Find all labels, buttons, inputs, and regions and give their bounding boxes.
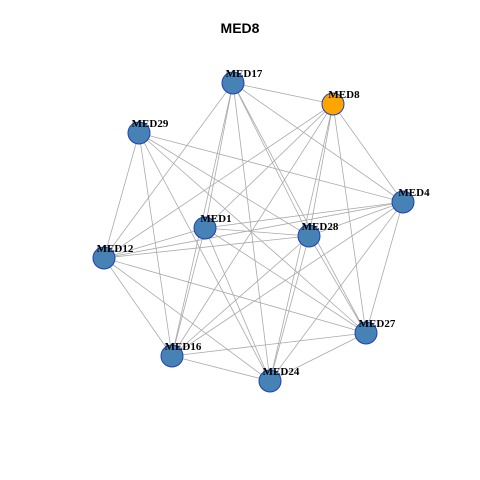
node-label-med16: MED16 bbox=[165, 341, 202, 353]
node-med16[interactable] bbox=[160, 344, 184, 368]
node-label-med17: MED17 bbox=[226, 68, 263, 80]
edge-med29-med16 bbox=[138, 132, 173, 357]
edge-med29-med27 bbox=[138, 132, 367, 334]
graph-title: MED8 bbox=[220, 20, 260, 36]
edge-med28-med12 bbox=[103, 235, 310, 259]
edge-med4-med1 bbox=[204, 201, 404, 229]
edge-med28-med24 bbox=[269, 235, 310, 382]
edge-layer bbox=[103, 82, 404, 382]
edge-med8-med1 bbox=[204, 103, 334, 229]
edge-med4-med27 bbox=[365, 201, 404, 334]
node-label-med27: MED27 bbox=[359, 318, 396, 330]
node-label-med29: MED29 bbox=[132, 118, 169, 130]
edge-med17-med4 bbox=[232, 82, 404, 203]
edge-med12-med24 bbox=[103, 257, 271, 382]
edge-med17-med27 bbox=[232, 82, 367, 334]
node-layer bbox=[92, 71, 415, 393]
label-layer: MED17MED8MED29MED4MED1MED28MED12MED27MED… bbox=[97, 68, 430, 378]
node-med4[interactable] bbox=[391, 190, 415, 214]
edge-med28-med16 bbox=[171, 235, 310, 357]
edge-med27-med24 bbox=[269, 332, 367, 382]
edge-med17-med28 bbox=[232, 82, 310, 237]
node-med29[interactable] bbox=[127, 121, 151, 145]
edge-med29-med24 bbox=[138, 132, 271, 382]
node-med24[interactable] bbox=[258, 369, 282, 393]
node-label-med28: MED28 bbox=[302, 221, 339, 233]
node-med17[interactable] bbox=[221, 71, 245, 95]
edge-med1-med12 bbox=[103, 227, 206, 259]
node-label-med24: MED24 bbox=[263, 366, 300, 378]
node-med8[interactable] bbox=[321, 92, 345, 116]
edge-med4-med24 bbox=[269, 201, 404, 382]
node-label-med12: MED12 bbox=[97, 243, 134, 255]
edge-med27-med16 bbox=[171, 332, 367, 357]
edge-med17-med12 bbox=[103, 82, 234, 259]
edge-med12-med16 bbox=[103, 257, 173, 357]
node-label-med4: MED4 bbox=[398, 187, 430, 199]
edge-med4-med28 bbox=[308, 201, 404, 237]
node-med27[interactable] bbox=[354, 321, 378, 345]
edge-med4-med16 bbox=[171, 201, 404, 357]
node-med28[interactable] bbox=[297, 224, 321, 248]
edge-med1-med28 bbox=[204, 227, 310, 237]
node-med12[interactable] bbox=[92, 246, 116, 270]
edge-med28-med27 bbox=[308, 235, 367, 334]
edge-med8-med4 bbox=[332, 103, 404, 203]
edge-med29-med28 bbox=[138, 132, 310, 237]
edge-med29-med4 bbox=[138, 132, 404, 203]
node-med1[interactable] bbox=[193, 216, 217, 240]
edge-med17-med8 bbox=[232, 82, 334, 105]
edge-med17-med1 bbox=[204, 82, 234, 229]
edge-med29-med12 bbox=[103, 132, 140, 259]
edge-med8-med27 bbox=[332, 103, 367, 334]
edge-med1-med24 bbox=[204, 227, 271, 382]
edge-med4-med12 bbox=[103, 201, 404, 259]
node-label-med8: MED8 bbox=[328, 89, 360, 101]
edge-med16-med24 bbox=[171, 355, 271, 382]
edge-med1-med16 bbox=[171, 227, 206, 357]
edge-med12-med27 bbox=[103, 257, 367, 334]
node-label-med1: MED1 bbox=[200, 213, 231, 225]
edge-med1-med27 bbox=[204, 227, 367, 334]
